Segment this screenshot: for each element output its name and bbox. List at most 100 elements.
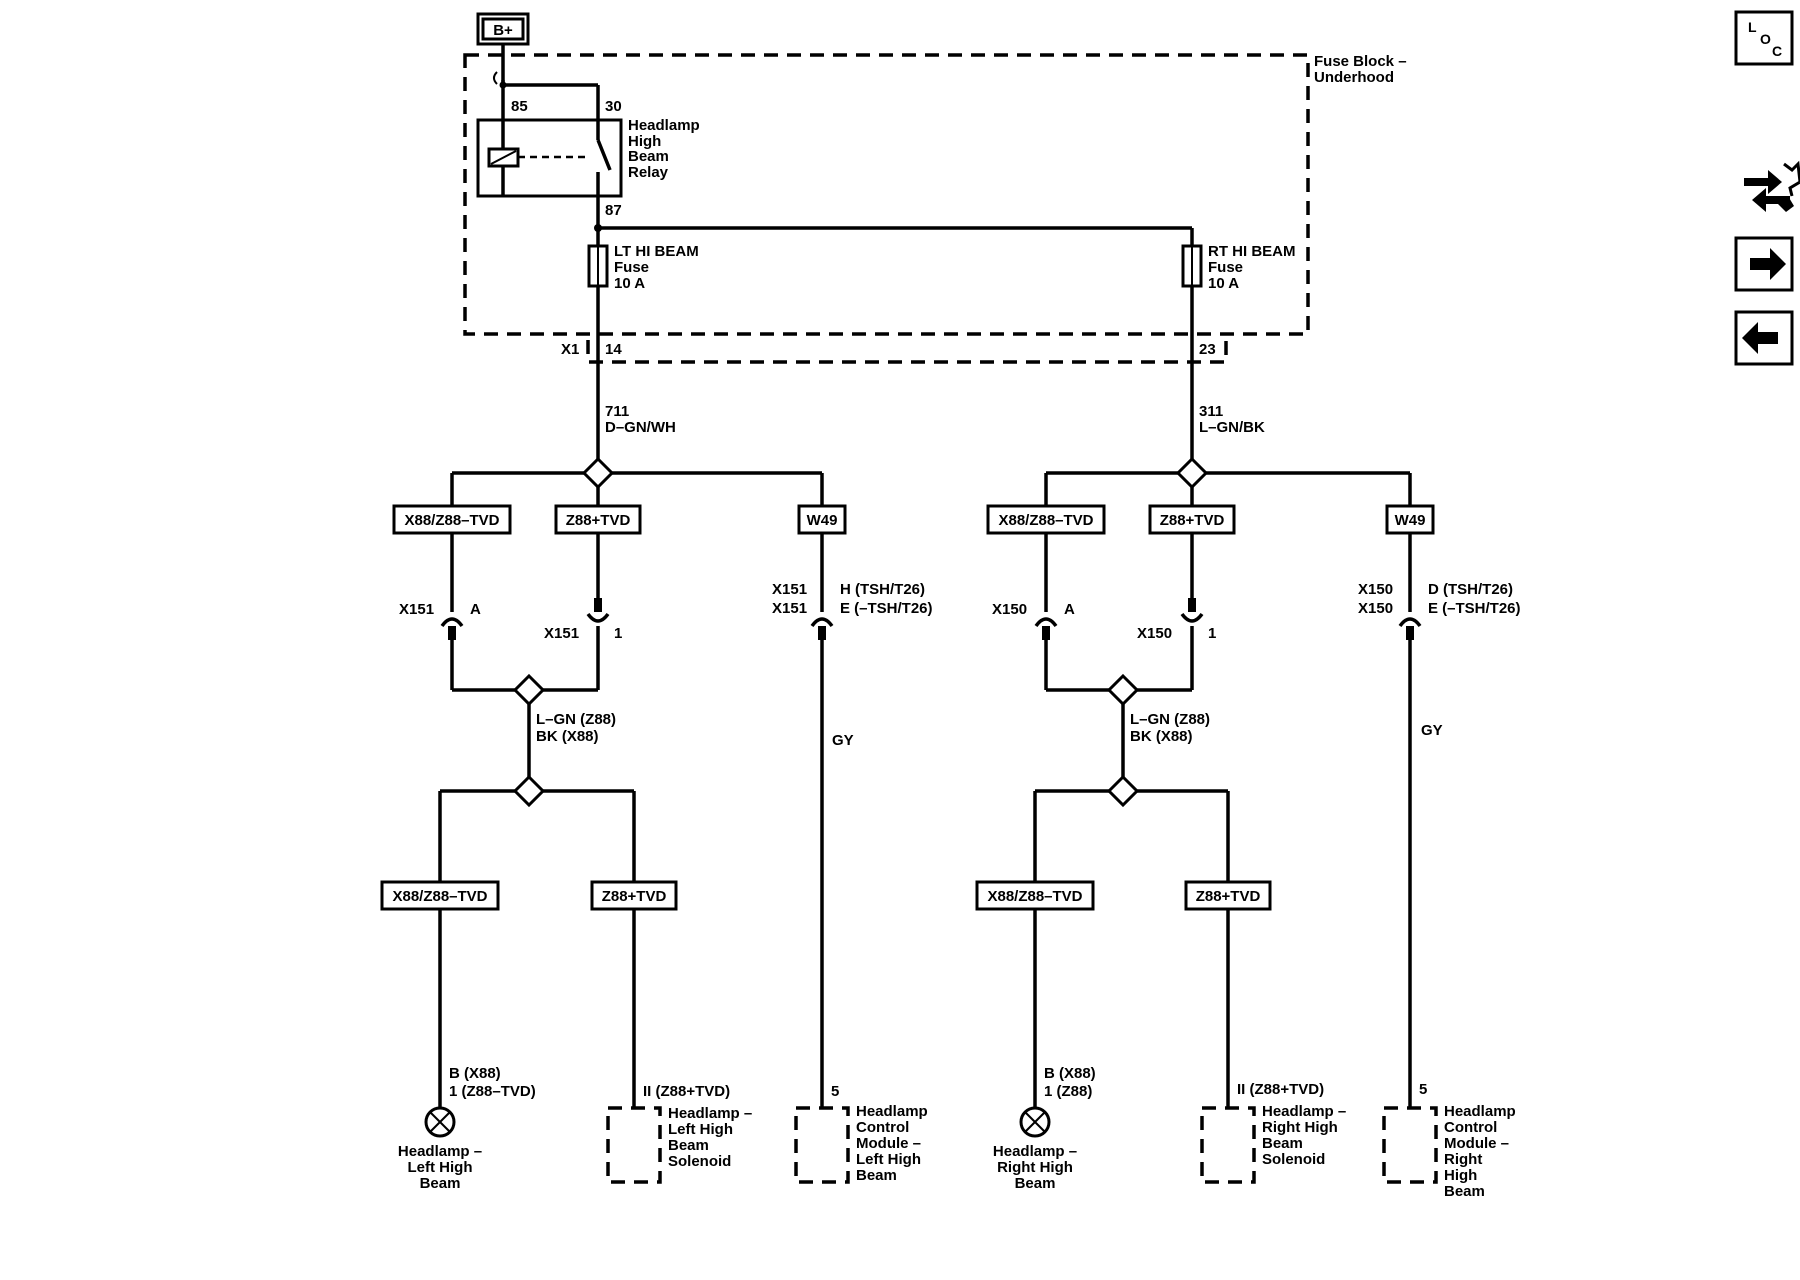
right-conn-a-pin: A — [1064, 601, 1075, 618]
svg-text:Z88+TVD: Z88+TVD — [1196, 888, 1261, 905]
svg-text:X88/Z88–TVD: X88/Z88–TVD — [392, 888, 487, 905]
right-w49-pin-1: D (TSH/T26) — [1428, 581, 1513, 598]
right-module-label-1: Headlamp — [1444, 1103, 1516, 1120]
right-lamp-label-2: Right High — [997, 1159, 1073, 1176]
left-solenoid-box — [606, 1106, 662, 1184]
left-lower-tag-x88: X88/Z88–TVD — [380, 880, 500, 911]
right-w49-conn-name-1: X150 — [1358, 581, 1393, 598]
left-w49-conn-name-1: X151 — [772, 581, 807, 598]
left-tag-z88: Z88+TVD — [554, 504, 642, 535]
left-conn-a-pin: A — [470, 601, 481, 618]
right-tag-w49: W49 — [1385, 504, 1435, 535]
rt-fuse-label-2: Fuse — [1208, 259, 1243, 276]
left-solenoid-label-3: Beam — [668, 1137, 709, 1154]
left-headlamp-bulb-icon — [424, 1106, 456, 1138]
right-splice-low — [1106, 774, 1140, 808]
right-solenoid-label-1: Headlamp – — [1262, 1103, 1346, 1120]
right-module-pin: 5 — [1419, 1081, 1427, 1098]
left-conn-1-name: X151 — [544, 625, 579, 642]
svg-text:X88/Z88–TVD: X88/Z88–TVD — [404, 512, 499, 529]
svg-text:O: O — [1760, 31, 1771, 47]
left-module-label-3: Module – — [856, 1135, 921, 1152]
left-module-label-1: Headlamp — [856, 1103, 928, 1120]
left-lamp-label-3: Beam — [420, 1175, 461, 1192]
arrow-left-button[interactable] — [1734, 310, 1794, 366]
left-lamp-label-2: Left High — [408, 1159, 473, 1176]
left-conn-a-name: X151 — [399, 601, 434, 618]
left-tag-w49: W49 — [797, 504, 847, 535]
loc-button[interactable]: L O C — [1734, 10, 1794, 66]
left-solenoid-label-2: Left High — [668, 1121, 733, 1138]
right-lamp-pin-2: 1 (Z88) — [1044, 1083, 1092, 1100]
left-lower-wire-1: L–GN (Z88) — [536, 711, 616, 728]
left-lamp-label-1: Headlamp – — [398, 1143, 482, 1160]
x1-pin-14: 14 — [605, 341, 622, 358]
left-splice-top — [581, 456, 615, 490]
left-gy-label: GY — [832, 732, 854, 749]
right-conn-1-pin: 1 — [1208, 625, 1216, 642]
right-module-label-2: Control — [1444, 1119, 1497, 1136]
right-tag-x88: X88/Z88–TVD — [986, 504, 1106, 535]
svg-text:X88/Z88–TVD: X88/Z88–TVD — [998, 512, 1093, 529]
fuse-block-label-2: Underhood — [1314, 69, 1394, 86]
fuse-block-outline — [463, 53, 1310, 336]
battery-terminal: B+ — [476, 12, 530, 46]
relay-label-2: High — [628, 133, 661, 150]
right-lower-wire-1: L–GN (Z88) — [1130, 711, 1210, 728]
x1-label: X1 — [561, 341, 579, 358]
right-w49-conn-name-2: X150 — [1358, 600, 1393, 617]
left-solenoid-pin: II (Z88+TVD) — [643, 1083, 730, 1100]
right-lamp-label-3: Beam — [1015, 1175, 1056, 1192]
left-splice-low — [512, 774, 546, 808]
left-lower-tag-z88: Z88+TVD — [590, 880, 678, 911]
relay-pin-30: 30 — [605, 98, 622, 115]
right-splice-mid — [1106, 673, 1140, 707]
left-splice-mid — [512, 673, 546, 707]
right-headlamp-bulb-icon — [1019, 1106, 1051, 1138]
left-w49-pin-1: H (TSH/T26) — [840, 581, 925, 598]
left-module-pin: 5 — [831, 1083, 839, 1100]
left-module-label-4: Left High — [856, 1151, 921, 1168]
left-wire-color: D–GN/WH — [605, 419, 676, 436]
right-solenoid-label-4: Solenoid — [1262, 1151, 1325, 1168]
relay-pin-87: 87 — [605, 202, 622, 219]
connector-swap-icon[interactable] — [1744, 160, 1800, 212]
right-module-box — [1382, 1106, 1438, 1184]
right-solenoid-label-3: Beam — [1262, 1135, 1303, 1152]
lt-fuse-label-2: Fuse — [614, 259, 649, 276]
arrow-right-button[interactable] — [1734, 236, 1794, 292]
right-tag-z88: Z88+TVD — [1148, 504, 1236, 535]
left-module-box — [794, 1106, 850, 1184]
right-conn-a-name: X150 — [992, 601, 1027, 618]
right-lamp-label-1: Headlamp – — [993, 1143, 1077, 1160]
svg-text:W49: W49 — [807, 512, 838, 529]
right-solenoid-label-2: Right High — [1262, 1119, 1338, 1136]
arrow-right-icon — [1750, 248, 1786, 280]
right-wire-color: L–GN/BK — [1199, 419, 1265, 436]
rt-fuse-label-1: RT HI BEAM — [1208, 243, 1296, 260]
right-wire-circuit: 311 — [1199, 403, 1223, 420]
right-gy-label: GY — [1421, 722, 1443, 739]
relay-label-3: Beam — [628, 148, 669, 165]
right-w49-pin-2: E (–TSH/T26) — [1428, 600, 1521, 617]
left-w49-pin-2: E (–TSH/T26) — [840, 600, 933, 617]
left-module-label-2: Control — [856, 1119, 909, 1136]
left-lamp-pin-2: 1 (Z88–TVD) — [449, 1083, 536, 1100]
svg-text:X88/Z88–TVD: X88/Z88–TVD — [987, 888, 1082, 905]
svg-text:W49: W49 — [1395, 512, 1426, 529]
svg-text:Z88+TVD: Z88+TVD — [1160, 512, 1225, 529]
right-module-label-4: Right — [1444, 1151, 1482, 1168]
left-module-label-5: Beam — [856, 1167, 897, 1184]
left-lower-wire-2: BK (X88) — [536, 728, 599, 745]
left-w49-conn-name-2: X151 — [772, 600, 807, 617]
left-lamp-pin-1: B (X88) — [449, 1065, 501, 1082]
left-wire-circuit: 711 — [605, 403, 629, 420]
right-lower-tag-x88: X88/Z88–TVD — [975, 880, 1095, 911]
right-lamp-pin-1: B (X88) — [1044, 1065, 1096, 1082]
svg-text:Z88+TVD: Z88+TVD — [602, 888, 667, 905]
lt-fuse-label-1: LT HI BEAM — [614, 243, 699, 260]
right-module-label-3: Module – — [1444, 1135, 1509, 1152]
x1-pin-23: 23 — [1199, 341, 1216, 358]
right-conn-1-name: X150 — [1137, 625, 1172, 642]
